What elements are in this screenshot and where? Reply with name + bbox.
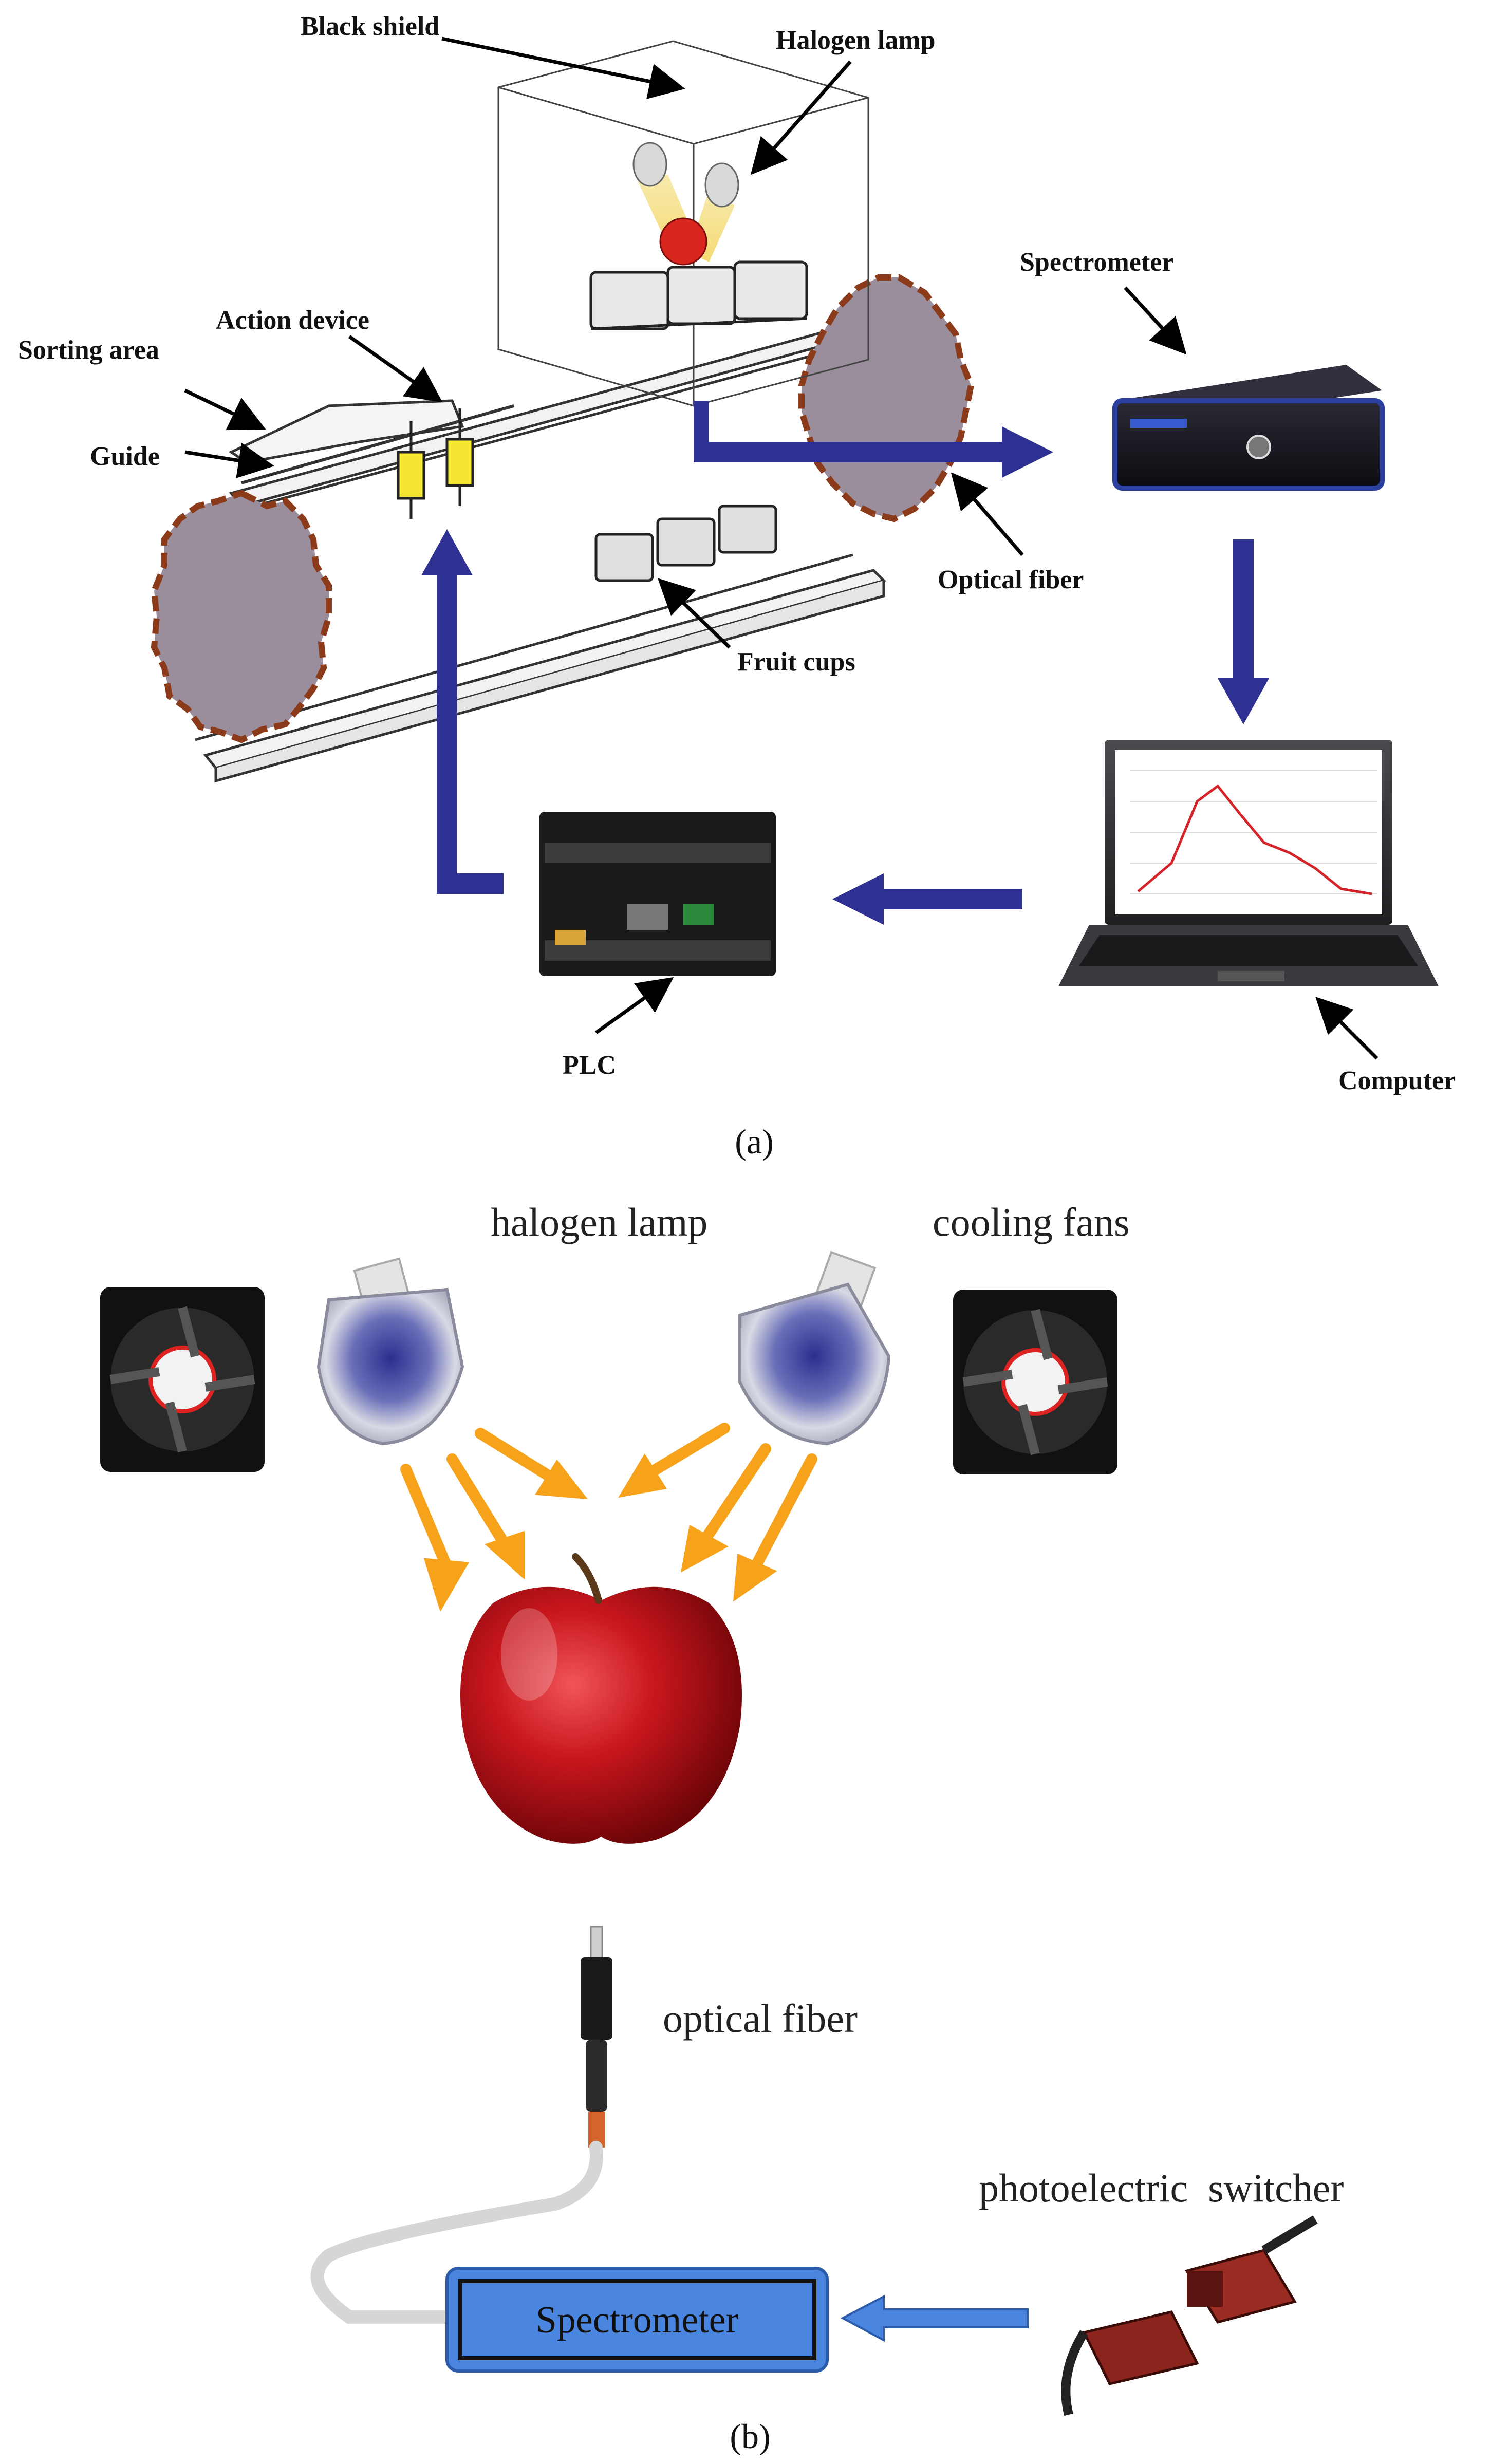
caption-b: (b) xyxy=(730,2417,770,2456)
spectrometer-device xyxy=(1112,365,1385,491)
computer-laptop xyxy=(1058,740,1439,986)
spectrum-curve xyxy=(1137,784,1372,895)
label-action-device: Action device xyxy=(216,306,369,335)
label-sorting-area: Sorting area xyxy=(18,335,159,365)
panel-b: halogen lamp cooling fans xyxy=(100,1200,1344,2456)
label-plc: PLC xyxy=(563,1051,616,1080)
optical-fiber-connector xyxy=(310,1926,612,2324)
label-photoelectric-switcher: photoelectric switcher xyxy=(979,2166,1344,2210)
sprocket-left xyxy=(151,490,332,743)
guide-rail xyxy=(241,404,514,484)
sprocket-right xyxy=(798,274,975,522)
plc-device xyxy=(539,812,776,976)
halogen-lamps-a xyxy=(632,142,739,266)
label-optical-fiber-b: optical fiber xyxy=(663,1996,858,2041)
cooling-fan-left xyxy=(100,1287,265,1472)
fruit-cups-top xyxy=(589,260,808,330)
switcher-arrow xyxy=(840,2294,1029,2342)
pointer-arrows xyxy=(184,36,1378,1060)
halogen-lamp-right xyxy=(738,1250,891,1446)
label-spectrometer: Spectrometer xyxy=(1020,248,1173,277)
label-halogen-lamp: Halogen lamp xyxy=(776,26,936,55)
panel-a: Black shield Halogen lamp Spectrometer A… xyxy=(18,12,1456,1161)
caption-a: (a) xyxy=(735,1122,773,1161)
cooling-fan-right xyxy=(953,1290,1117,1474)
apple xyxy=(460,1553,742,1844)
action-devices xyxy=(397,408,474,519)
conveyor xyxy=(195,317,886,783)
halogen-lamp-left xyxy=(316,1257,464,1446)
label-halogen-lamp-b: halogen lamp xyxy=(491,1200,707,1244)
label-black-shield: Black shield xyxy=(301,12,439,41)
label-cooling-fans: cooling fans xyxy=(933,1200,1129,1244)
label-optical-fiber-a: Optical fiber xyxy=(938,565,1084,594)
label-spectrometer-box: Spectrometer xyxy=(536,2299,739,2341)
photoelectric-switcher-device xyxy=(1061,2215,1318,2416)
light-rays xyxy=(400,1423,817,1612)
flow-arrows xyxy=(421,401,1269,925)
spectrometer-box: Spectrometer xyxy=(445,2267,829,2373)
label-computer: Computer xyxy=(1338,1066,1456,1095)
label-guide: Guide xyxy=(90,442,160,471)
fruit-cups-bottom xyxy=(594,505,777,582)
apple-small xyxy=(659,217,707,266)
label-fruit-cups: Fruit cups xyxy=(737,647,855,677)
